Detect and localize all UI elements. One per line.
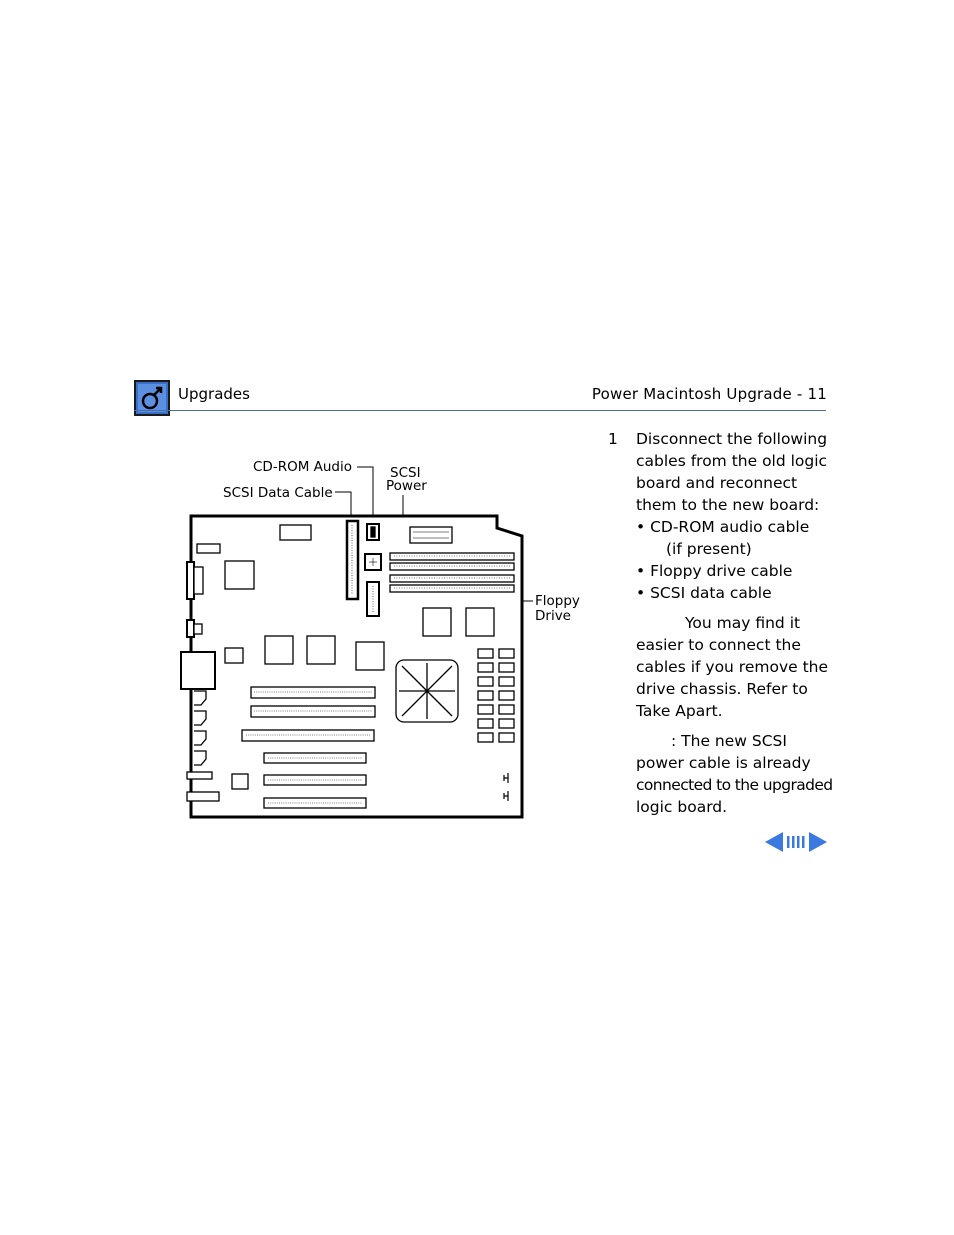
- intro-line: Disconnect the following: [636, 430, 828, 448]
- cable-list: • CD-ROM audio cable (if present) • Flop…: [636, 516, 841, 604]
- note-paragraph: You may find it easier to connect the ca…: [636, 612, 841, 722]
- label-scsi-power-1: SCSI: [390, 465, 421, 481]
- label-cdrom-audio: CD-ROM Audio: [253, 459, 352, 475]
- note2-line: logic board.: [636, 798, 728, 816]
- note-line: You may find it: [685, 614, 801, 632]
- right-arrow-icon[interactable]: [809, 832, 827, 852]
- note-line: drive chassis. Refer to: [636, 680, 808, 698]
- note2-line: : The new SCSI: [671, 732, 787, 750]
- logic-board-diagram: CD-ROM Audio SCSI Data Cable SCSI Power …: [180, 459, 580, 819]
- note2-line: connected to the upgraded: [636, 776, 833, 794]
- list-item: • CD-ROM audio cable (if present): [636, 518, 810, 558]
- note-line: Take Apart.: [636, 702, 723, 720]
- intro-line: them to the new board:: [636, 496, 820, 514]
- note2-line: power cable is already: [636, 754, 811, 772]
- page-title: Power Macintosh Upgrade - 11: [591, 385, 827, 403]
- intro-line: board and reconnect: [636, 474, 798, 492]
- note2-paragraph: : The new SCSI power cable is already co…: [636, 730, 841, 818]
- step-body: Disconnect the following cables from the…: [636, 428, 841, 818]
- label-scsi-power-2: Power: [386, 478, 427, 494]
- mac-service-logo-icon: [134, 380, 170, 416]
- index-bars-icon[interactable]: [787, 836, 805, 848]
- list-item: • Floppy drive cable: [636, 562, 793, 580]
- page-navigation: [765, 830, 827, 854]
- label-scsi-data-cable: SCSI Data Cable: [223, 485, 333, 501]
- intro-line: cables from the old logic: [636, 452, 828, 470]
- list-item: • SCSI data cable: [636, 584, 772, 602]
- note-line: easier to connect the: [636, 636, 801, 654]
- label-floppy-2: Drive: [535, 608, 571, 624]
- step-number: 1: [608, 430, 618, 448]
- label-floppy-1: Floppy: [535, 593, 580, 609]
- left-arrow-icon[interactable]: [765, 832, 783, 852]
- section-title: Upgrades: [178, 385, 250, 403]
- note-line: cables if you remove the: [636, 658, 829, 676]
- header-rule: [134, 410, 826, 411]
